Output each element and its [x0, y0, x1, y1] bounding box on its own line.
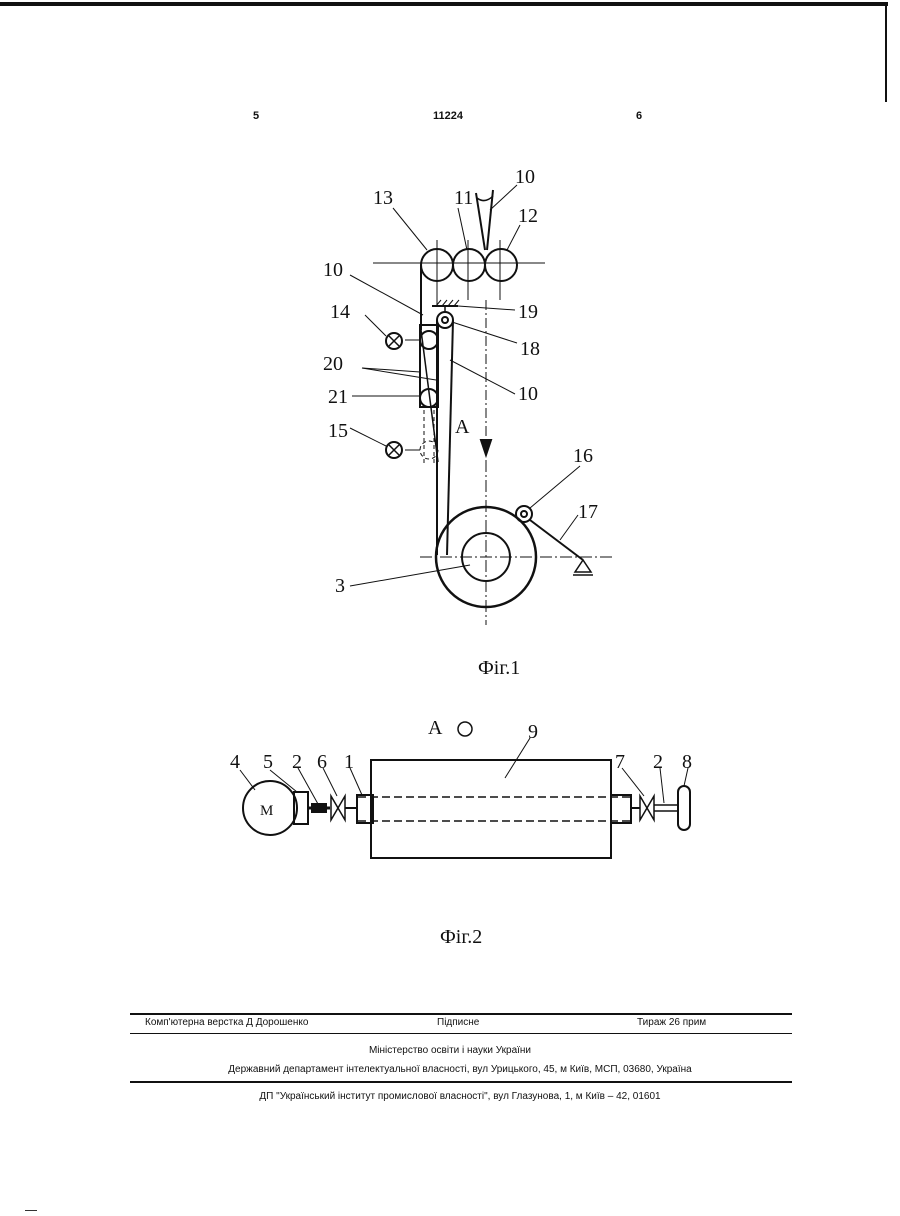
fig2-caption: Фіг.2 [440, 926, 482, 949]
shaft-1-right-journal [611, 795, 631, 823]
pressure-roller-16-hub [521, 511, 527, 517]
leader-3 [350, 565, 470, 586]
handwheel-8 [678, 786, 690, 830]
leader-18 [452, 322, 517, 343]
patent-drawing: 10 13 11 12 10 19 14 18 20 21 10 A 15 16… [0, 0, 900, 1000]
leader-14 [365, 315, 386, 336]
label-1: 1 [344, 751, 354, 773]
footer-circulation: Тираж 26 прим [637, 1017, 706, 1028]
label-10-left: 10 [323, 259, 343, 281]
fig2-drawing [240, 722, 690, 858]
fig1-caption: Фіг.1 [478, 657, 520, 680]
leader-9 [505, 738, 530, 778]
label-19: 19 [518, 301, 538, 323]
leader-20-a [362, 368, 420, 372]
web-10-loop [477, 196, 493, 201]
label-a-fig2: A [428, 717, 443, 739]
label-11: 11 [454, 187, 473, 209]
roller-12 [485, 249, 517, 281]
lever-17-pivot [575, 560, 591, 572]
label-10-top: 10 [515, 166, 535, 188]
label-6: 6 [317, 751, 327, 773]
label-2-left: 2 [292, 751, 302, 773]
footer-department: Державний департамент інтелектуальної вл… [0, 1064, 900, 1075]
label-5: 5 [263, 751, 273, 773]
leader-11 [458, 208, 467, 250]
corner-mark [25, 1210, 37, 1211]
label-4: 4 [230, 751, 240, 773]
label-2-right: 2 [653, 751, 663, 773]
motor-label: M [260, 803, 273, 819]
leader-15 [350, 428, 386, 446]
web-10-in-left [476, 193, 485, 250]
coupling-2-left [312, 804, 326, 812]
label-14: 14 [330, 301, 350, 323]
leader-20-b [362, 368, 436, 380]
roller-11 [453, 249, 485, 281]
dancer-roller-lower-position [420, 441, 438, 459]
label-3: 3 [335, 575, 345, 597]
label-12: 12 [518, 205, 538, 227]
drum-9 [371, 760, 611, 858]
label-13: 13 [373, 187, 393, 209]
label-16: 16 [573, 445, 593, 467]
label-17: 17 [578, 501, 598, 523]
footer-rule-middle [130, 1033, 792, 1034]
footer-subscription: Підписне [437, 1017, 479, 1028]
footer-typesetting: Комп'ютерна верстка Д Дорошенко [145, 1017, 308, 1028]
footer-publisher: ДП "Український інститут промислової вла… [0, 1091, 900, 1102]
label-21: 21 [328, 386, 348, 408]
roller-18 [437, 312, 453, 328]
roller-18-hub [442, 317, 448, 323]
leader-10-left [350, 275, 423, 315]
label-18: 18 [520, 338, 540, 360]
clutch-6 [331, 796, 345, 820]
clutch-7 [640, 796, 654, 820]
label-a-fig1: A [455, 416, 470, 438]
label-8: 8 [682, 751, 692, 773]
lever-17 [530, 520, 583, 560]
leader-10-right [450, 360, 515, 394]
leader-16 [530, 466, 580, 508]
leader-2-right [660, 768, 664, 803]
view-a-symbol [458, 722, 472, 736]
label-9: 9 [528, 721, 538, 743]
label-15: 15 [328, 420, 348, 442]
pressure-roller-16 [516, 506, 532, 522]
leader-12 [507, 225, 520, 250]
footer-ministry: Міністерство освіти і науки України [0, 1045, 900, 1056]
label-7: 7 [615, 751, 625, 773]
leader-7 [622, 768, 644, 796]
direction-a-arrow [481, 440, 491, 455]
fig1-drawing [350, 185, 615, 625]
leader-4 [240, 770, 255, 790]
label-20: 20 [323, 353, 343, 375]
leader-13 [393, 208, 427, 250]
footer-rule-bottom [130, 1081, 792, 1083]
leader-17 [560, 515, 578, 540]
footer-rule-top [130, 1013, 792, 1015]
label-10-right: 10 [518, 383, 538, 405]
leader-10-top [490, 185, 517, 210]
